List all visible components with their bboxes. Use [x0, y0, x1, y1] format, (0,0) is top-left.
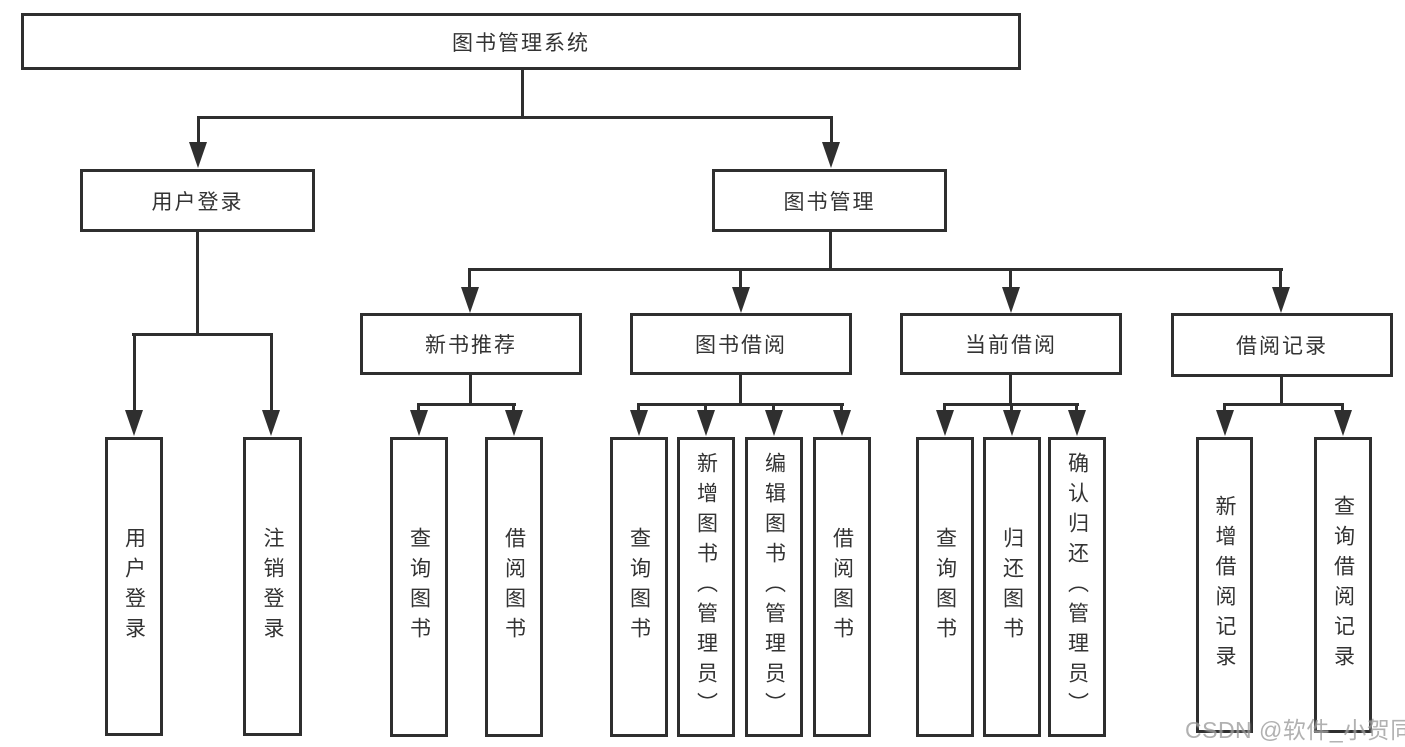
leaf-bb-query-books: 查询图书 [610, 437, 668, 737]
edge-g3-stem-3 [1075, 403, 1078, 413]
leaf-bb-edit-books-admin-label: 编辑图书（管理员） [762, 452, 786, 722]
edge-root-trunk [521, 69, 524, 118]
leaf-logout: 注销登录 [243, 437, 302, 736]
edge-borrow-records-stem [1279, 268, 1282, 290]
edge-g3-stem-2 [1010, 403, 1013, 413]
arrow-down-g3-2-icon [1003, 410, 1021, 436]
node-library-system: 图书管理系统 [21, 13, 1021, 70]
node-book-borrowing: 图书借阅 [630, 313, 852, 375]
leaf-br-query-record: 查询借阅记录 [1314, 437, 1372, 733]
leaf-br-add-record: 新增借阅记录 [1196, 437, 1253, 733]
edge-user-branch-bar [132, 333, 273, 336]
edge-g2-bar [637, 403, 844, 406]
leaf-logout-label: 注销登录 [261, 526, 284, 647]
edge-user-login-stem [197, 116, 200, 144]
arrow-down-g2-3-icon [765, 410, 783, 436]
edge-g4-trunk [1280, 375, 1283, 405]
arrow-down-g4-2-icon [1334, 410, 1352, 436]
edge-g4-bar [1223, 403, 1344, 406]
arrow-down-borrow-records-icon [1272, 287, 1290, 313]
edge-current-borrow-stem [1009, 268, 1012, 290]
leaf-bb-borrow-books: 借阅图书 [813, 437, 871, 737]
leaf-nbr-query-books: 查询图书 [390, 437, 448, 737]
arrow-down-book-borrow-icon [732, 287, 750, 313]
node-borrowing-records: 借阅记录 [1171, 313, 1393, 377]
edge-g2-stem-2 [704, 403, 707, 413]
leaf-cb-query-books-label: 查询图书 [933, 527, 957, 647]
edge-book-borrow-stem [739, 268, 742, 290]
watermark: CSDN @软件_小贺同学 [1185, 717, 1405, 743]
edge-leaf-logout-stem [270, 333, 273, 413]
leaf-nbr-borrow-books-label: 借阅图书 [502, 527, 526, 647]
edge-g1-stem-1 [417, 403, 420, 413]
arrow-down-current-borrow-icon [1002, 287, 1020, 313]
arrow-down-leaf-login-icon [125, 410, 143, 436]
arrow-down-g2-4-icon [833, 410, 851, 436]
edge-g1-bar [417, 403, 516, 406]
leaf-cb-confirm-return-admin: 确认归还（管理员） [1048, 437, 1106, 737]
leaf-bb-add-books-admin: 新增图书（管理员） [677, 437, 735, 737]
edge-mgmt-trunk [829, 232, 832, 270]
node-current-borrowing: 当前借阅 [900, 313, 1122, 375]
leaf-user-login-label: 用户登录 [122, 526, 146, 647]
arrow-down-g1-1-icon [410, 410, 428, 436]
leaf-cb-return-books: 归还图书 [983, 437, 1041, 737]
node-book-management-branch: 图书管理 [712, 169, 947, 232]
arrow-down-g1-2-icon [505, 410, 523, 436]
arrow-down-user-login-icon [189, 142, 207, 168]
edge-new-book-stem [468, 268, 471, 290]
arrow-down-g2-2-icon [697, 410, 715, 436]
arrow-down-g2-1-icon [630, 410, 648, 436]
arrow-down-g4-1-icon [1216, 410, 1234, 436]
edge-g2-stem-4 [840, 403, 843, 413]
edge-g3-stem-1 [943, 403, 946, 413]
leaf-br-query-record-label: 查询借阅记录 [1331, 495, 1355, 675]
leaf-bb-borrow-books-label: 借阅图书 [830, 527, 854, 647]
arrow-down-new-book-icon [461, 287, 479, 313]
leaf-bb-edit-books-admin: 编辑图书（管理员） [745, 437, 803, 737]
leaf-cb-return-books-label: 归还图书 [1000, 527, 1024, 647]
leaf-cb-query-books: 查询图书 [916, 437, 974, 737]
leaf-cb-confirm-return-admin-label: 确认归还（管理员） [1065, 452, 1089, 722]
edge-leaf-login-stem [133, 333, 136, 413]
edge-g4-stem-1 [1223, 403, 1226, 413]
edge-g2-stem-3 [772, 403, 775, 413]
arrow-down-leaf-logout-icon [262, 410, 280, 436]
leaf-user-login: 用户登录 [105, 437, 163, 736]
leaf-nbr-borrow-books: 借阅图书 [485, 437, 543, 737]
node-new-book-recommendation: 新书推荐 [360, 313, 582, 375]
leaf-br-add-record-label: 新增借阅记录 [1213, 495, 1236, 675]
edge-user-branch-trunk [196, 232, 199, 335]
edge-g2-stem-1 [637, 403, 640, 413]
edge-g1-trunk [469, 374, 472, 405]
edge-g2-trunk [739, 374, 742, 405]
leaf-bb-add-books-admin-label: 新增图书（管理员） [694, 452, 718, 722]
arrow-down-g3-3-icon [1068, 410, 1086, 436]
edge-g4-stem-2 [1341, 403, 1344, 413]
edge-g3-trunk [1009, 374, 1012, 405]
edge-mgmt-bar [468, 268, 1283, 271]
edge-book-management-stem [830, 116, 833, 144]
arrow-down-g3-1-icon [936, 410, 954, 436]
leaf-nbr-query-books-label: 查询图书 [407, 527, 431, 647]
edge-g1-stem-2 [512, 403, 515, 413]
edge-root-bar [197, 116, 833, 119]
leaf-bb-query-books-label: 查询图书 [627, 527, 651, 647]
node-user-login-branch: 用户登录 [80, 169, 315, 232]
arrow-down-book-management-icon [822, 142, 840, 168]
